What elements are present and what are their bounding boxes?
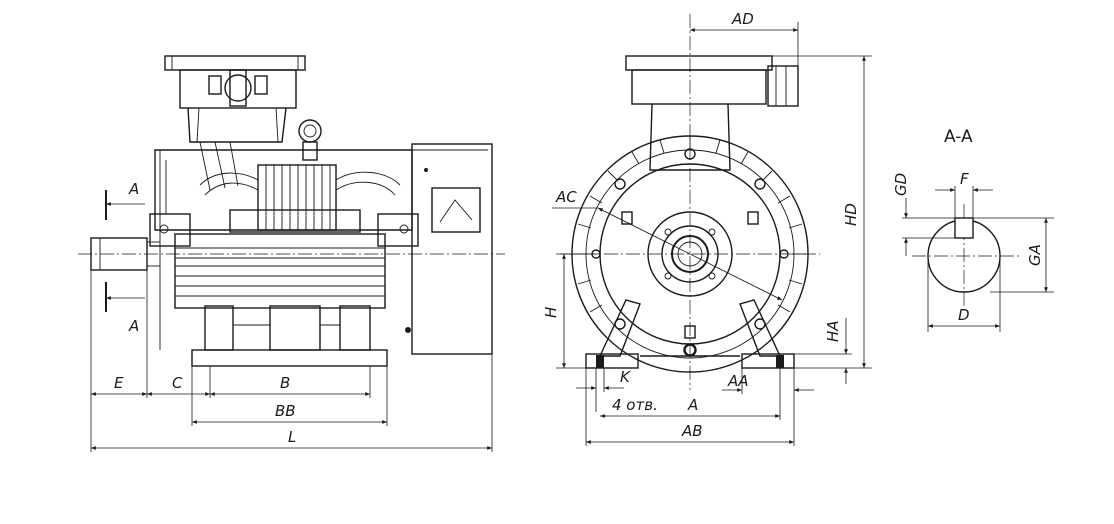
dim-label-d: D <box>958 306 970 324</box>
dim-label-l: L <box>288 428 296 446</box>
dim-label-c: C <box>172 374 183 392</box>
section-view: A-A F GD GA D <box>892 127 1054 332</box>
section-label-top: A <box>128 180 139 198</box>
side-view: A A E C B BB L <box>78 55 505 452</box>
section-label-bottom: A <box>128 317 139 335</box>
dim-label-bb: BB <box>275 402 296 420</box>
dim-label-ga: GA <box>1026 244 1044 266</box>
front-view: AC AD HD H HA K 4 отв. <box>542 10 872 446</box>
section-title: A-A <box>944 127 973 147</box>
dim-label-ac: AC <box>555 188 577 206</box>
dim-label-ab: AB <box>681 422 703 440</box>
dim-label-a: A <box>687 396 698 414</box>
housing <box>149 141 493 367</box>
dim-label-h: H <box>542 307 560 318</box>
dim-label-ha: HA <box>824 320 842 342</box>
dim-label-ad: AD <box>731 10 754 28</box>
terminal-box <box>164 55 322 161</box>
dim-label-hd: HD <box>842 203 860 226</box>
cooling-ribs <box>574 136 806 313</box>
shaft <box>90 237 148 271</box>
dim-label-e: E <box>114 374 124 392</box>
dim-label-aa: AA <box>727 372 749 390</box>
keyway <box>954 217 974 239</box>
holes-note: 4 отв. <box>612 396 658 414</box>
dim-label-b: B <box>280 374 290 392</box>
dim-label-k: K <box>620 368 631 386</box>
dim-label-gd: GD <box>892 173 910 196</box>
dim-label-f: F <box>960 170 969 188</box>
